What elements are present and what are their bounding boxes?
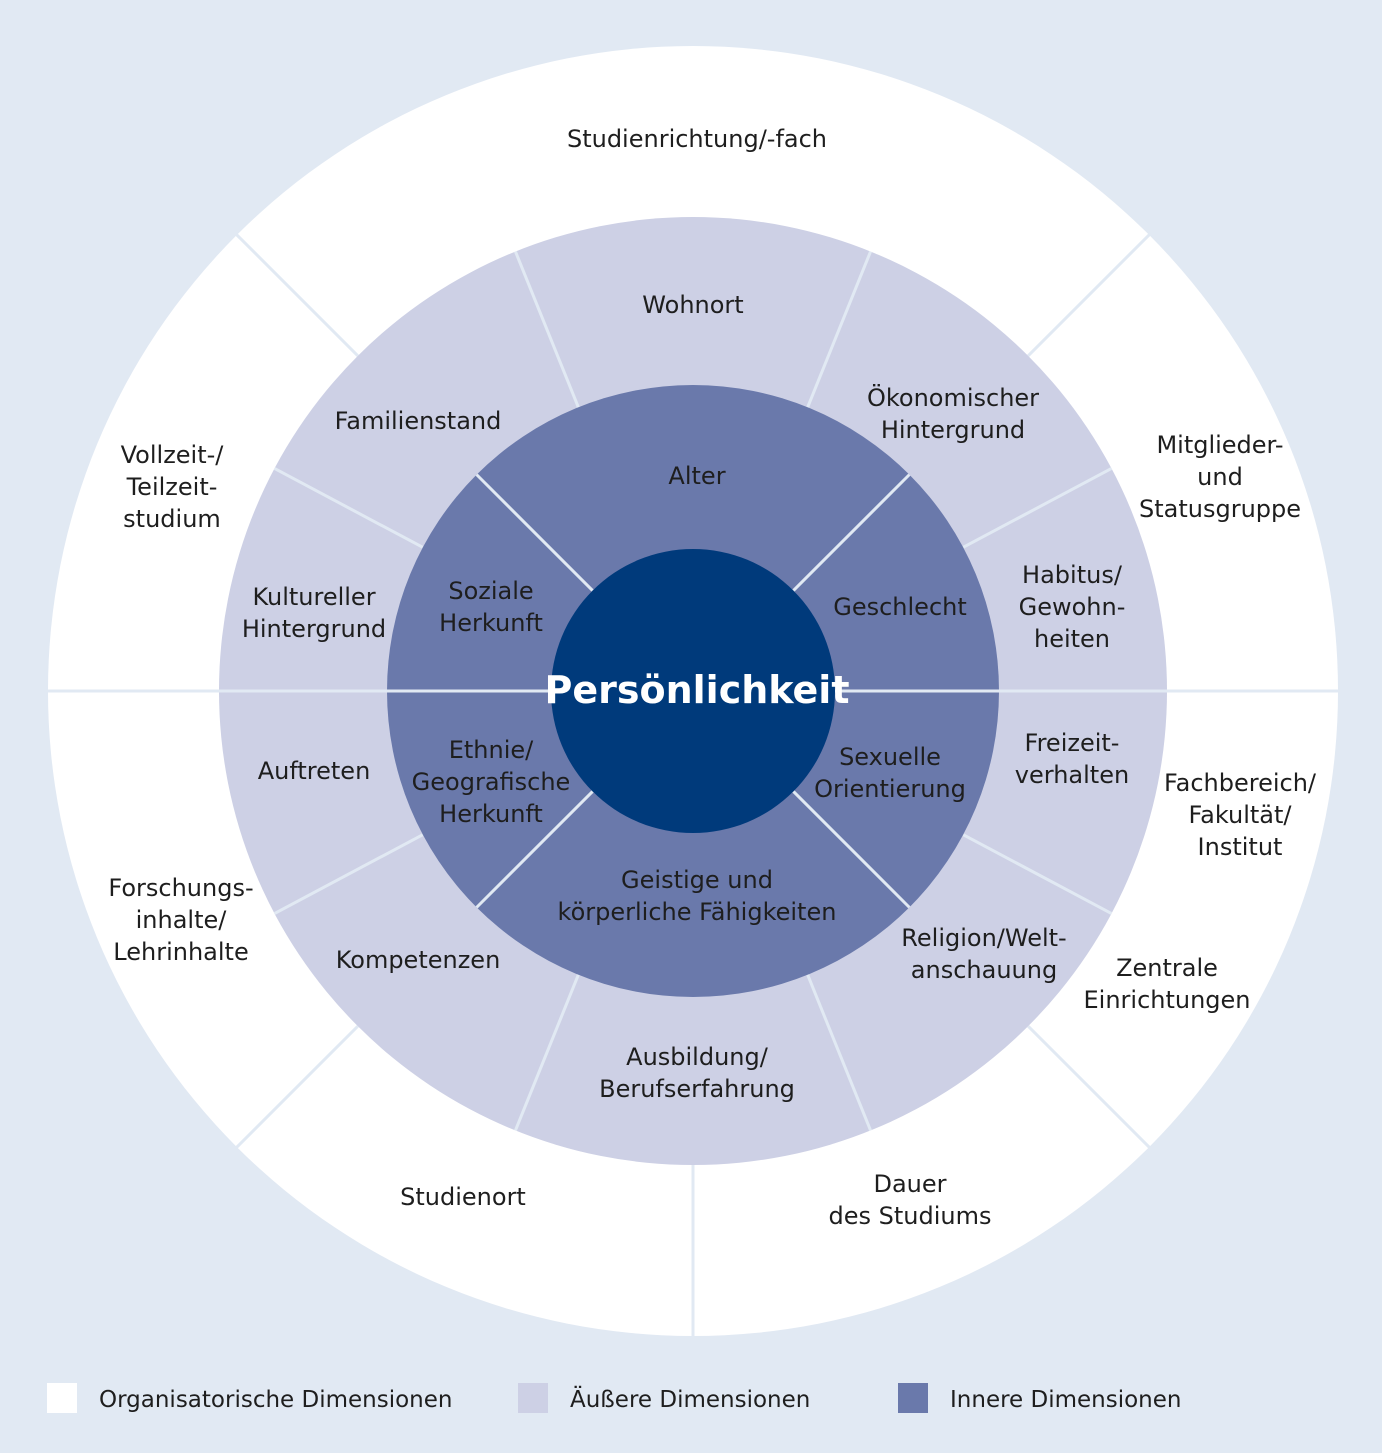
inner-divider-0 <box>792 473 911 592</box>
organisational-divider-1 <box>234 232 359 357</box>
outer-label-ausbildung: Ausbildung/ Berufserfahrung <box>599 1043 795 1103</box>
outer-divider-0 <box>806 250 872 408</box>
center-label-persoenlichkeit: Persönlichkeit <box>544 668 850 712</box>
outer-divider-7 <box>962 833 1113 915</box>
outer-label-wohnort: Wohnort <box>642 291 744 319</box>
outer-divider-9 <box>962 467 1113 549</box>
inner-label-ethnie: Ethnie/ Geografische Herkunft <box>411 736 571 828</box>
legend-label-outer: Äußere Dimensionen <box>570 1387 811 1413</box>
outer-label-religion: Religion/Welt- anschauung <box>901 924 1067 984</box>
outer-divider-1 <box>514 250 580 408</box>
inner-label-sexuelle-orientierung: Sexuelle Orientierung <box>814 743 966 803</box>
legend-swatch-organisational <box>47 1383 77 1413</box>
org-label-studienrichtung: Studienrichtung/-fach <box>566 125 828 153</box>
inner-label-geistige-koerperliche-faehigkeiten: Geistige und körperliche Fähigkeiten <box>557 866 837 926</box>
core-circle <box>551 549 835 833</box>
legend-swatch-inner <box>898 1383 928 1413</box>
org-label-studienort: Studienort <box>400 1183 526 1211</box>
inner-divider-3 <box>475 790 594 909</box>
inner-label-geschlecht: Geschlecht <box>833 593 967 621</box>
legend-swatch-outer <box>518 1383 548 1413</box>
organisational-divider-3 <box>234 1025 359 1150</box>
legend-label-inner: Innere Dimensionen <box>950 1387 1182 1413</box>
outer-label-kultureller-hintergrund: Kultureller Hintergrund <box>241 583 387 643</box>
organisational-divider-5 <box>1027 1025 1152 1150</box>
outer-label-habitus: Habitus/ Gewohn- heiten <box>1018 561 1126 653</box>
outer-divider-4 <box>273 833 424 915</box>
outer-divider-5 <box>514 974 580 1132</box>
org-label-dauer-des-studiums: Dauer des Studiums <box>828 1170 992 1230</box>
inner-label-soziale-herkunft: Soziale Herkunft <box>439 577 543 637</box>
outer-label-oekonomischer-hintergrund: Ökonomischer Hintergrund <box>866 384 1040 444</box>
org-label-zentrale-einrichtungen: Zentrale Einrichtungen <box>1083 954 1251 1014</box>
outer-divider-2 <box>273 467 424 549</box>
org-label-vollzeit-teilzeit: Vollzeit-/ Teilzeit- studium <box>120 441 224 533</box>
outer-label-freizeitverhalten: Freizeit- verhalten <box>1014 729 1130 789</box>
organisational-divider-0 <box>1027 232 1152 357</box>
inner-divider-1 <box>475 473 594 592</box>
legend-label-organisational: Organisatorische Dimensionen <box>99 1387 453 1413</box>
org-label-forschungsinhalte: Forschungs- inhalte/ Lehrinhalte <box>108 874 254 966</box>
inner-divider-4 <box>792 790 911 909</box>
outer-label-kompetenzen: Kompetenzen <box>335 946 501 974</box>
outer-divider-6 <box>806 974 872 1132</box>
org-label-fachbereich: Fachbereich/ Fakultät/ Institut <box>1164 769 1316 861</box>
outer-label-auftreten: Auftreten <box>257 757 371 785</box>
inner-label-alter: Alter <box>668 462 726 490</box>
org-label-mitgliedergruppe: Mitglieder- und Statusgruppe <box>1138 431 1302 523</box>
outer-label-familienstand: Familienstand <box>334 407 502 435</box>
